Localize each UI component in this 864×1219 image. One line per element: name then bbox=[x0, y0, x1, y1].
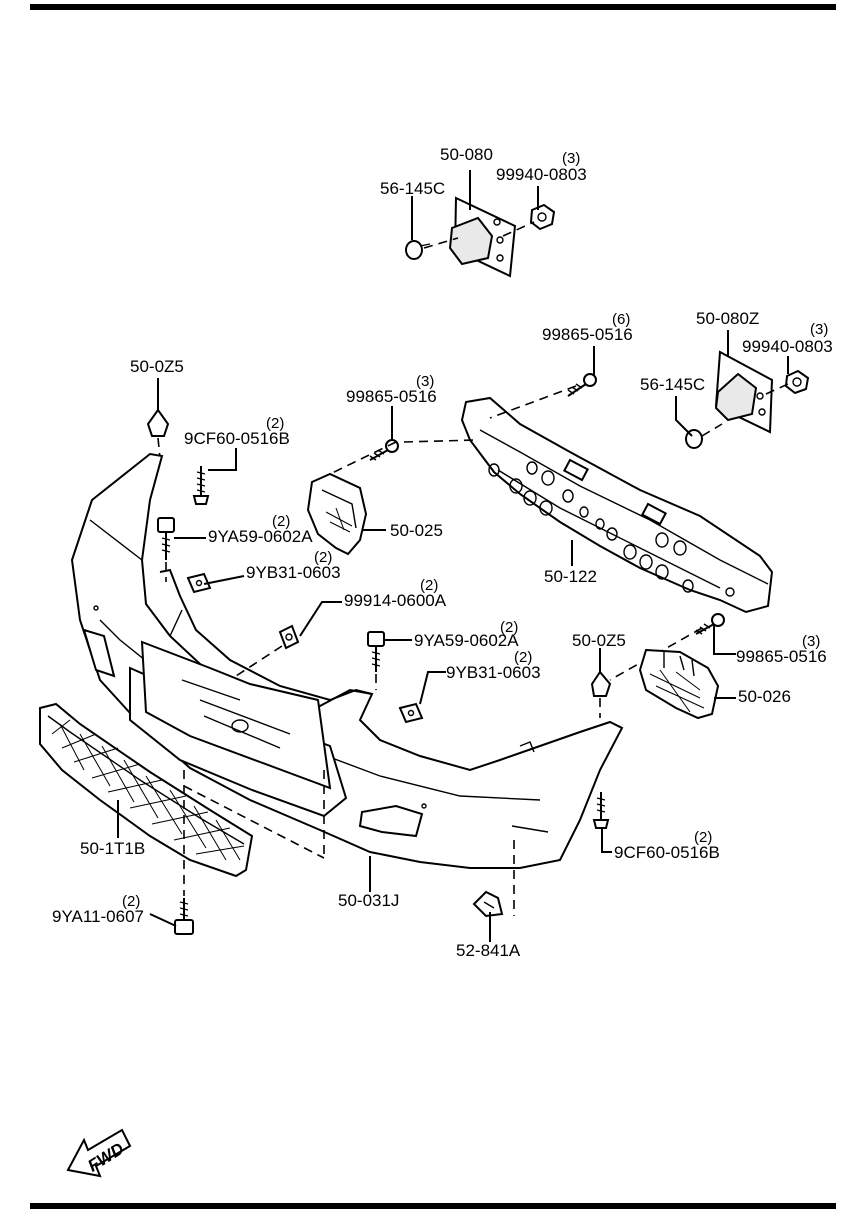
callout-part: 50-0Z5 bbox=[572, 631, 626, 650]
callout-qty: (3) bbox=[810, 321, 828, 338]
callout-part: 50-080 bbox=[440, 145, 493, 164]
nut-9YB31-0603-left bbox=[186, 572, 212, 594]
callout-part: 50-1T1B bbox=[80, 839, 145, 858]
retainer-52-841A bbox=[472, 890, 504, 918]
callout-qty: (2) bbox=[694, 829, 712, 846]
fwd-arrow-icon: FWD bbox=[66, 1128, 132, 1178]
reinforcement-50-122 bbox=[460, 396, 774, 614]
bracket-50-080 bbox=[448, 196, 517, 278]
bracket-50-025 bbox=[306, 472, 368, 556]
bracket-50-026 bbox=[638, 648, 720, 720]
callout-qty: (2) bbox=[514, 649, 532, 666]
nut-99940-0803-top bbox=[529, 203, 556, 231]
callout-part: 9YB31-0603 bbox=[246, 563, 341, 582]
callout-part: 56-145C bbox=[640, 375, 705, 394]
reinforcement-holes bbox=[488, 461, 735, 597]
callout-qty: (3) bbox=[562, 150, 580, 167]
callout-qty: (2) bbox=[420, 577, 438, 594]
callout-part: 9YB31-0603 bbox=[446, 663, 541, 682]
bracket-50-080Z bbox=[714, 350, 774, 434]
callout-part: 9CF60-0516B bbox=[614, 843, 720, 862]
callout-part: 50-122 bbox=[544, 567, 597, 586]
nut-99914-0600A bbox=[278, 624, 300, 650]
callout-part: 50-031J bbox=[338, 891, 399, 910]
callout-qty: (2) bbox=[500, 619, 518, 636]
callout-part: 9YA59-0602A bbox=[208, 527, 313, 546]
screw-9CF60-0516B-left bbox=[192, 466, 210, 505]
grille-50-1T1B bbox=[39, 702, 254, 878]
callout-part: 52-841A bbox=[456, 941, 521, 960]
callout-part: 50-080Z bbox=[696, 309, 759, 328]
nut-9YB31-0603-center bbox=[398, 702, 424, 724]
screw-9CF60-0516B-right bbox=[592, 792, 610, 829]
callout-part: 99914-0600A bbox=[344, 591, 447, 610]
bottom-border bbox=[30, 1203, 836, 1209]
callout-part: 99865-0516 bbox=[542, 325, 633, 344]
callout-part: 9CF60-0516B bbox=[184, 429, 290, 448]
bumper-cover-50-031J bbox=[70, 452, 624, 869]
bolt-9YA59-0602A-center bbox=[367, 631, 385, 672]
callout-qty: (6) bbox=[612, 311, 630, 328]
callout-part: 99940-0803 bbox=[742, 337, 833, 356]
callout-part: 99865-0516 bbox=[346, 387, 437, 406]
callout-part: 56-145C bbox=[380, 179, 445, 198]
leader-lines bbox=[117, 170, 789, 942]
callout-part: 50-026 bbox=[738, 687, 791, 706]
callout-part: 99940-0803 bbox=[496, 165, 587, 184]
callout-qty: (2) bbox=[266, 415, 284, 432]
callout-part: 50-0Z5 bbox=[130, 357, 184, 376]
bolt-9YA11-0607 bbox=[174, 898, 194, 935]
callout-qty: (2) bbox=[122, 893, 140, 910]
nut-99940-0803-right bbox=[784, 369, 810, 395]
top-border bbox=[30, 4, 836, 10]
callout-part: 9YA59-0602A bbox=[414, 631, 519, 650]
bolt-9YA59-0602A-left bbox=[157, 517, 175, 560]
callout-qty: (2) bbox=[314, 549, 332, 566]
callout-qty: (2) bbox=[272, 513, 290, 530]
callout-part: 50-025 bbox=[390, 521, 443, 540]
callout-qty: (3) bbox=[802, 633, 820, 650]
callout-part: 99865-0516 bbox=[736, 647, 827, 666]
clip-50-0Z5-right bbox=[590, 670, 612, 697]
clip-56-145C-top bbox=[405, 240, 431, 260]
screw-99865-0516-upper bbox=[567, 373, 597, 397]
callout-labels: 50-080 (3) 99940-0803 56-145C 50-080Z (6… bbox=[52, 145, 833, 960]
screw-99865-0516-right bbox=[695, 613, 725, 635]
callout-part: 9YA11-0607 bbox=[52, 907, 144, 926]
callout-qty: (3) bbox=[416, 373, 434, 390]
